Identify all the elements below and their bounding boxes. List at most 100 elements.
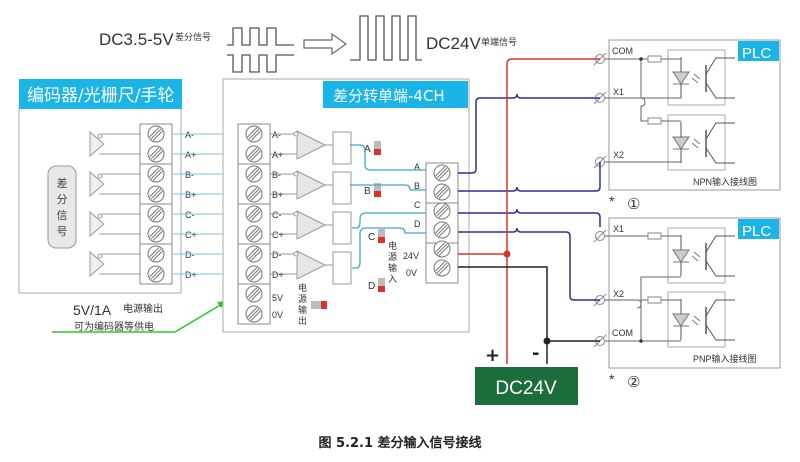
note-power-output: 电源输出 (123, 302, 163, 315)
plc-pnp-block: PLC X1 X2 COM PNP输入接线图 (593, 217, 781, 369)
line-driver-icon (89, 170, 105, 198)
optocoupler-outline (667, 227, 726, 284)
encoder-terminal-label: A+ (185, 150, 196, 160)
comparator-icon (296, 170, 327, 200)
line-driver-icon (89, 210, 105, 238)
pnp-caption: PNP输入接线图 (693, 353, 757, 364)
terminal-screw-icon[interactable] (147, 245, 165, 263)
optocoupler-box (332, 211, 352, 245)
badge-char: 分 (57, 193, 68, 206)
terminal-screw-icon[interactable] (245, 305, 263, 323)
transistor-icon (705, 235, 735, 277)
led-body (378, 229, 385, 243)
converter-input-label: D+ (272, 270, 284, 280)
led-lit (378, 286, 385, 292)
converter-output-label: D (414, 219, 421, 229)
terminal-screw-icon[interactable] (245, 165, 263, 183)
terminal-screw-icon[interactable] (245, 225, 263, 243)
pnp-internal-wiring (605, 235, 681, 342)
differential-waveform-upper (227, 27, 294, 46)
terminal-screw-icon[interactable] (433, 183, 451, 201)
light-ray (691, 255, 699, 262)
terminal-screw-icon[interactable] (433, 259, 451, 277)
terminal-screw-icon[interactable] (147, 205, 165, 223)
plc-npn-badge (738, 41, 779, 61)
external-wires (458, 58, 601, 364)
optocoupler-box (332, 131, 352, 165)
terminal-screw-icon[interactable] (245, 285, 263, 303)
led-lit (374, 149, 381, 155)
terminal-screw-icon[interactable] (147, 265, 165, 283)
terminal-screw-icon[interactable] (433, 221, 451, 239)
power-in-0v-label: 0V (406, 268, 417, 278)
terminal-screw-icon[interactable] (245, 145, 263, 163)
pnp-x1-terminal[interactable] (593, 229, 607, 243)
terminal-screw-icon[interactable] (245, 205, 263, 223)
converter-block: 差分转单端-4CH A-A+B-B+C-C+D-D+ 5V 0V 电 源 输 出… (222, 78, 470, 333)
plc-npn-block: PLC COM X1 X2 NPN输入接线图 (593, 39, 781, 191)
channel-led-label: B (364, 186, 371, 197)
pnp-x2-label: X2 (613, 289, 624, 299)
led-body (374, 141, 381, 155)
comparator-icon (296, 210, 327, 240)
encoder-terminal-label: D- (185, 250, 195, 260)
note-arrow (52, 303, 223, 333)
badge-char: 信 (57, 209, 68, 222)
converter-input-label: D- (272, 250, 282, 260)
power-out-label-char: 输 (298, 304, 307, 315)
power-out-5v-label: 5V (272, 293, 283, 303)
converter-output-label: A (414, 162, 420, 172)
terminal-screw-icon[interactable] (147, 125, 165, 143)
0v-junction (543, 337, 551, 345)
pnp-number: ② (627, 374, 640, 391)
resistor-icon (647, 232, 662, 240)
psu-minus-sign: - (532, 343, 539, 364)
optocoupler-outline (667, 291, 726, 348)
terminal-screw-icon[interactable] (147, 145, 165, 163)
dc24v-power-supply: DC24V + - (475, 343, 578, 405)
terminal-screw-icon[interactable] (433, 164, 451, 182)
resistor-icon (647, 117, 662, 125)
line-driver-icon (89, 130, 105, 158)
terminal-screw-icon[interactable] (147, 225, 165, 243)
encoder-block: 编码器/光栅尺/手轮 差 分 信 号 A-A+B-B+C-C+D-D+ (18, 79, 197, 294)
inverter-bubble (293, 131, 299, 137)
light-ray (693, 73, 701, 80)
terminal-screw-icon[interactable] (147, 185, 165, 203)
inverter-bubble (97, 133, 103, 139)
psu-plus-sign: + (485, 345, 500, 366)
comparator-icon (296, 130, 327, 160)
terminal-screw-icon[interactable] (147, 165, 165, 183)
plc-pnp-badge (738, 219, 779, 239)
encoder-terminal-label: D+ (185, 270, 197, 280)
terminal-screw-icon[interactable] (245, 185, 263, 203)
terminal-screw-icon[interactable] (433, 240, 451, 258)
output-signal-voltage: DC24V (426, 34, 481, 53)
differential-waveform-lower (227, 54, 294, 73)
pnp-com-label: COM (612, 328, 633, 338)
channel-led-label: A (364, 144, 371, 155)
junction-dot (639, 339, 643, 343)
badge-char: 号 (57, 225, 68, 238)
terminal-screw-icon[interactable] (245, 265, 263, 283)
channel-led-label: C (368, 232, 375, 243)
led-body (374, 183, 381, 197)
encoder-terminal-label: A- (185, 130, 194, 140)
power-out-switch[interactable] (311, 301, 327, 309)
encoder-terminal-label: B- (185, 170, 194, 180)
line-driver-icon (89, 250, 105, 278)
light-ray (693, 315, 701, 322)
converter-input-label: C- (272, 210, 282, 220)
terminal-screw-icon[interactable] (245, 125, 263, 143)
transistor-icon (705, 299, 735, 341)
terminal-screw-icon[interactable] (433, 202, 451, 220)
channel-led-indicator (378, 278, 385, 292)
transistor-icon (705, 57, 735, 99)
converter-title: 差分转单端-4CH (333, 87, 445, 105)
terminal-screw-icon[interactable] (245, 245, 263, 263)
power-in-label-char: 电 (388, 240, 397, 251)
converter-output-terminal-block (425, 162, 459, 284)
encoder-title: 编码器/光栅尺/手轮 (27, 86, 174, 106)
light-ray (691, 319, 699, 326)
optocoupler-outline (667, 114, 726, 171)
